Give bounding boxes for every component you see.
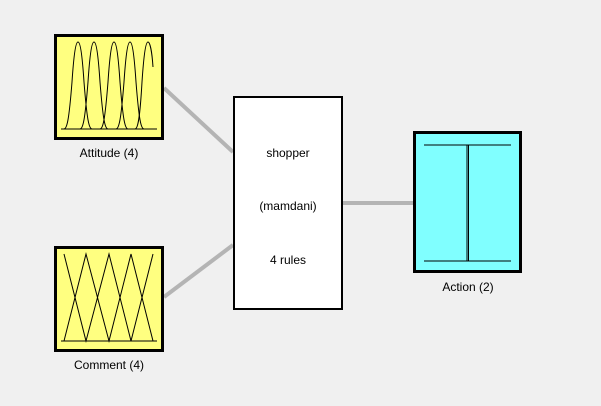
mf-curve-2 [79,41,109,130]
fis-system-block[interactable]: shopper (mamdani) 4 rules [233,96,343,310]
singleton-mf-plot [424,144,511,262]
mf-curve-1 [63,41,93,130]
connector-comment-to-system [162,243,235,299]
mf-curve-3 [99,41,129,130]
system-name: shopper [266,146,310,160]
mf-triangle-1 [63,252,154,343]
input-attitude-block[interactable] [54,34,164,140]
mf-triangle-2 [63,252,154,343]
input-attitude-label: Attitude (4) [79,146,139,160]
connector-attitude-to-system [162,86,235,154]
output-action-label: Action (2) [442,280,494,294]
mf-curve-4 [115,41,145,130]
input-comment-block[interactable] [54,246,164,352]
output-action-block[interactable] [413,131,522,273]
triangular-mf-plot [61,252,157,343]
input-comment-label: Comment (4) [73,358,144,372]
mf-curve-5 [134,41,154,130]
system-rule-count: 4 rules [269,253,307,267]
gaussian-mf-plot [61,41,157,130]
system-type: (mamdani) [259,199,317,213]
